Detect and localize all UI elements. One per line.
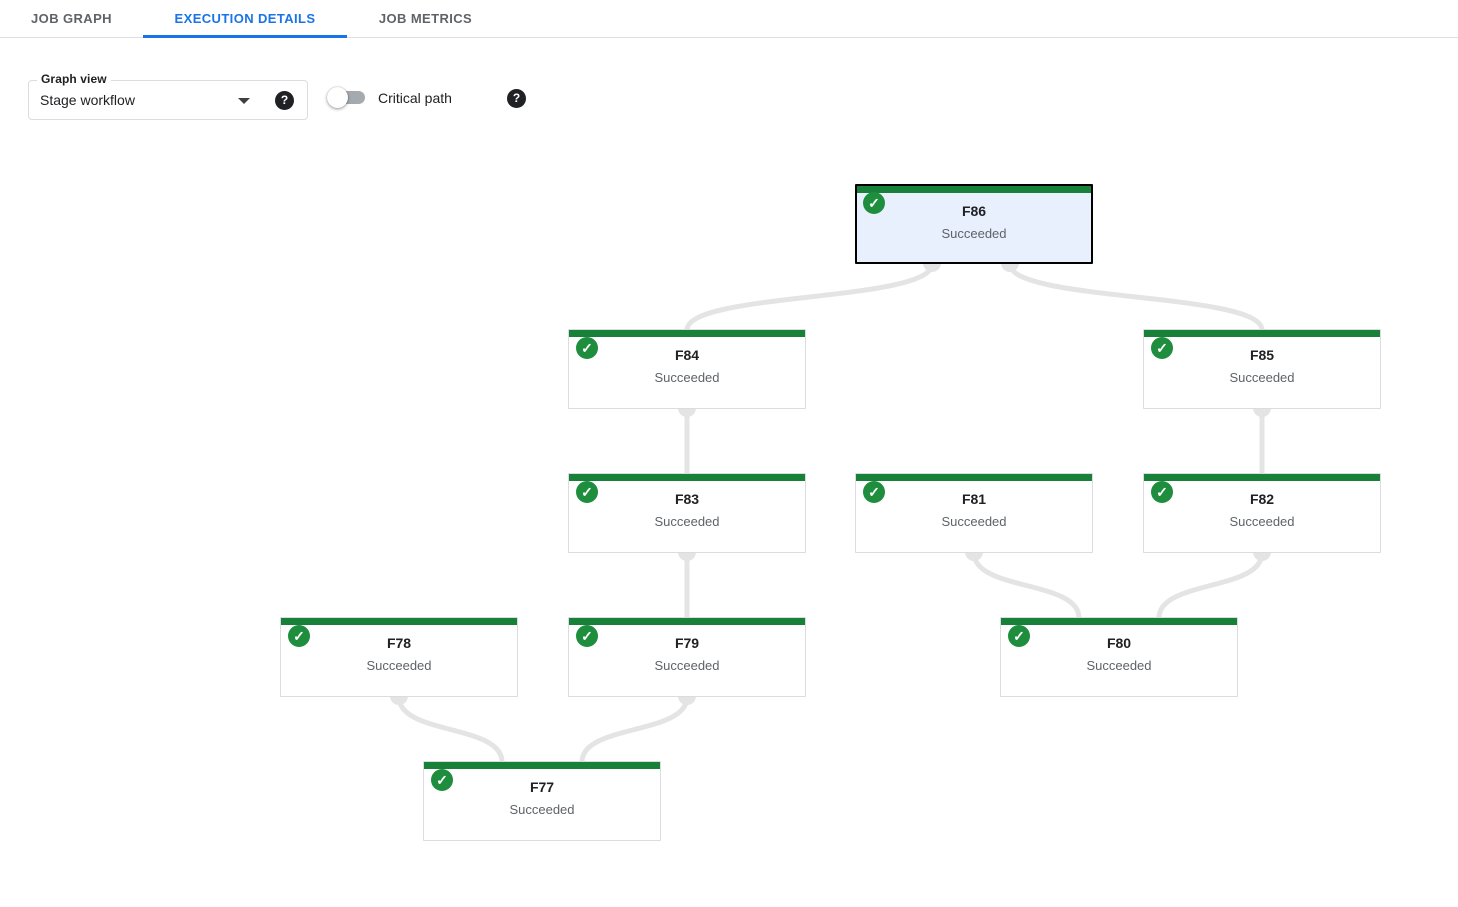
- graph-edge-f78-f77: [396, 694, 505, 765]
- stage-status-bar: [856, 474, 1092, 481]
- tab-job-graph[interactable]: JOB GRAPH: [0, 0, 143, 37]
- critical-path-label: Critical path: [378, 90, 452, 106]
- check-circle-icon: ✓: [576, 481, 598, 503]
- stage-status-bar: [857, 186, 1091, 193]
- stage-name: F80: [1106, 635, 1132, 651]
- graph-view-value: Stage workflow: [40, 92, 135, 108]
- stage-status: Succeeded: [1086, 658, 1152, 673]
- stage-name: F84: [674, 347, 700, 363]
- stage-node-f84[interactable]: ✓ F84 Succeeded: [568, 329, 806, 409]
- tab-bar: JOB GRAPH EXECUTION DETAILS JOB METRICS: [0, 0, 1458, 38]
- stage-status: Succeeded: [941, 514, 1007, 529]
- check-circle-icon: ✓: [576, 337, 598, 359]
- stage-node-f86[interactable]: ✓ F86 Succeeded: [855, 184, 1093, 264]
- stage-status-bar: [569, 330, 805, 337]
- stage-node-f83[interactable]: ✓ F83 Succeeded: [568, 473, 806, 553]
- stage-name: F82: [1249, 491, 1275, 507]
- stage-node-f81[interactable]: ✓ F81 Succeeded: [855, 473, 1093, 553]
- toggle-knob[interactable]: [327, 87, 348, 108]
- graph-edge-f82-f80: [1156, 550, 1265, 621]
- stage-node-f77[interactable]: ✓ F77 Succeeded: [423, 761, 661, 841]
- stage-status: Succeeded: [1229, 370, 1295, 385]
- tab-label: JOB METRICS: [378, 11, 473, 26]
- stage-status-bar: [1001, 618, 1237, 625]
- stage-status: Succeeded: [1229, 514, 1295, 529]
- check-circle-icon: ✓: [863, 192, 885, 214]
- tab-label: JOB GRAPH: [31, 11, 112, 26]
- chevron-down-icon[interactable]: [238, 98, 250, 104]
- stage-status-bar: [281, 618, 517, 625]
- tab-execution-details[interactable]: EXECUTION DETAILS: [143, 0, 347, 38]
- stage-name: F79: [674, 635, 700, 651]
- stage-status-bar: [569, 618, 805, 625]
- check-circle-icon: ✓: [1008, 625, 1030, 647]
- stage-status: Succeeded: [509, 802, 575, 817]
- stage-status: Succeeded: [366, 658, 432, 673]
- tab-label: EXECUTION DETAILS: [174, 11, 316, 26]
- check-circle-icon: ✓: [576, 625, 598, 647]
- stage-status: Succeeded: [654, 658, 720, 673]
- stage-name: F86: [961, 203, 987, 219]
- check-circle-icon: ✓: [288, 625, 310, 647]
- graph-edge-f86-f84: [684, 261, 935, 333]
- stage-node-f80[interactable]: ✓ F80 Succeeded: [1000, 617, 1238, 697]
- check-circle-icon: ✓: [431, 769, 453, 791]
- stage-name: F85: [1249, 347, 1275, 363]
- stage-name: F83: [674, 491, 700, 507]
- graph-edge-f79-f77: [579, 694, 690, 765]
- stage-status: Succeeded: [654, 370, 720, 385]
- graph-view-help-icon[interactable]: ?: [275, 91, 294, 110]
- graph-view-select[interactable]: Graph view Stage workflow ?: [28, 72, 308, 120]
- graph-view-label: Graph view: [37, 72, 111, 86]
- stage-status: Succeeded: [941, 226, 1007, 241]
- stage-node-f85[interactable]: ✓ F85 Succeeded: [1143, 329, 1381, 409]
- graph-edge-f81-f80: [971, 550, 1082, 621]
- stage-status: Succeeded: [654, 514, 720, 529]
- check-circle-icon: ✓: [1151, 481, 1173, 503]
- stage-status-bar: [1144, 330, 1380, 337]
- graph-edge-f86-f85: [1007, 261, 1265, 333]
- critical-path-help-icon[interactable]: ?: [507, 89, 526, 108]
- stage-name: F78: [386, 635, 412, 651]
- stage-name: F77: [529, 779, 555, 795]
- check-circle-icon: ✓: [1151, 337, 1173, 359]
- stage-node-f78[interactable]: ✓ F78 Succeeded: [280, 617, 518, 697]
- critical-path-toggle[interactable]: [327, 87, 367, 108]
- stage-node-f82[interactable]: ✓ F82 Succeeded: [1143, 473, 1381, 553]
- stage-name: F81: [961, 491, 987, 507]
- check-circle-icon: ✓: [863, 481, 885, 503]
- stage-node-f79[interactable]: ✓ F79 Succeeded: [568, 617, 806, 697]
- tab-job-metrics[interactable]: JOB METRICS: [347, 0, 504, 37]
- stage-status-bar: [424, 762, 660, 769]
- graph-controls: Graph view Stage workflow ? Critical pat…: [0, 0, 1458, 140]
- stage-status-bar: [569, 474, 805, 481]
- stage-status-bar: [1144, 474, 1380, 481]
